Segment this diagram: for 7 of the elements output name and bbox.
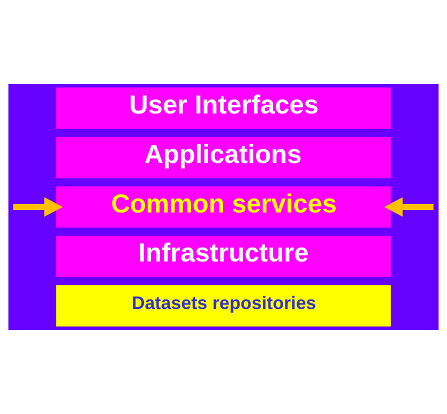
node-box: Datasets repositories <box>56 285 391 326</box>
arrow <box>384 197 434 217</box>
node-box: Infrastructure <box>56 236 391 278</box>
node-box: Common services <box>56 186 391 228</box>
node-box: User Interfaces <box>56 88 391 129</box>
node-box: Applications <box>56 136 391 178</box>
arrow <box>13 197 63 217</box>
